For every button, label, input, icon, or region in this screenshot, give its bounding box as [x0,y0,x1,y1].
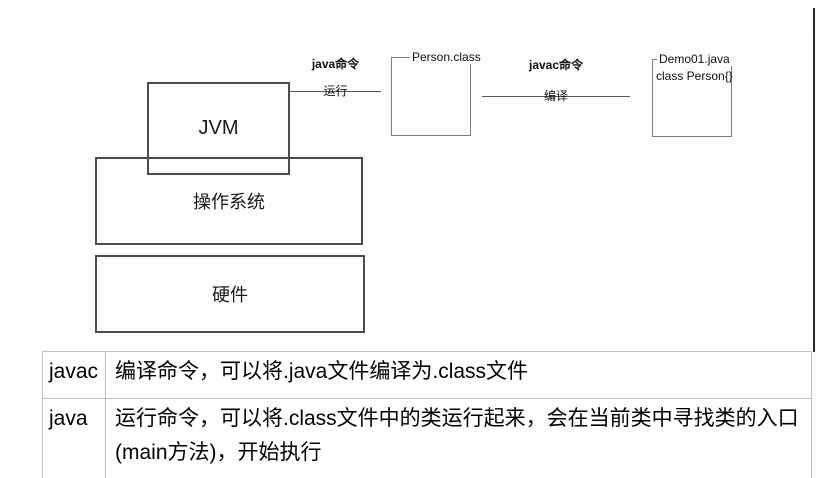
class-file-box: Person.class [391,51,483,136]
os-box: 操作系统 [95,157,363,245]
table-row-java: java 运行命令，可以将.class文件中的类运行起来，会在当前类中寻找类的入… [42,398,812,478]
table-row-javac: javac 编译命令，可以将.java文件编译为.class文件 [42,351,812,399]
jvm-box: JVM [147,82,290,175]
compile-connector-line [482,96,630,97]
run-label: 运行 [323,84,348,98]
run-connector-line [290,91,381,92]
description-cell: 运行命令，可以将.class文件中的类运行起来，会在当前类中寻找类的入口(mai… [105,398,812,478]
java-file-label: Demo01.java [657,52,732,66]
command-cell: javac [42,351,106,399]
class-file-label: Person.class [410,50,483,64]
image-right-border [813,8,815,352]
java-file-box: Demo01.java class Person{} [652,53,733,137]
compile-label: 编译 [543,89,568,103]
jvm-label: JVM [198,117,239,139]
diagram-background [82,33,813,352]
hardware-box: 硬件 [95,255,365,333]
hardware-label: 硬件 [212,285,248,305]
command-table: javac 编译命令，可以将.java文件编译为.class文件 java 运行… [42,351,812,478]
javac-command-label: javac命令 [528,58,584,72]
description-cell: 编译命令，可以将.java文件编译为.class文件 [105,351,812,399]
command-cell: java [42,398,106,478]
os-label: 操作系统 [193,192,265,212]
java-command-label: java命令 [311,57,360,71]
java-file-content: class Person{} [656,69,733,83]
